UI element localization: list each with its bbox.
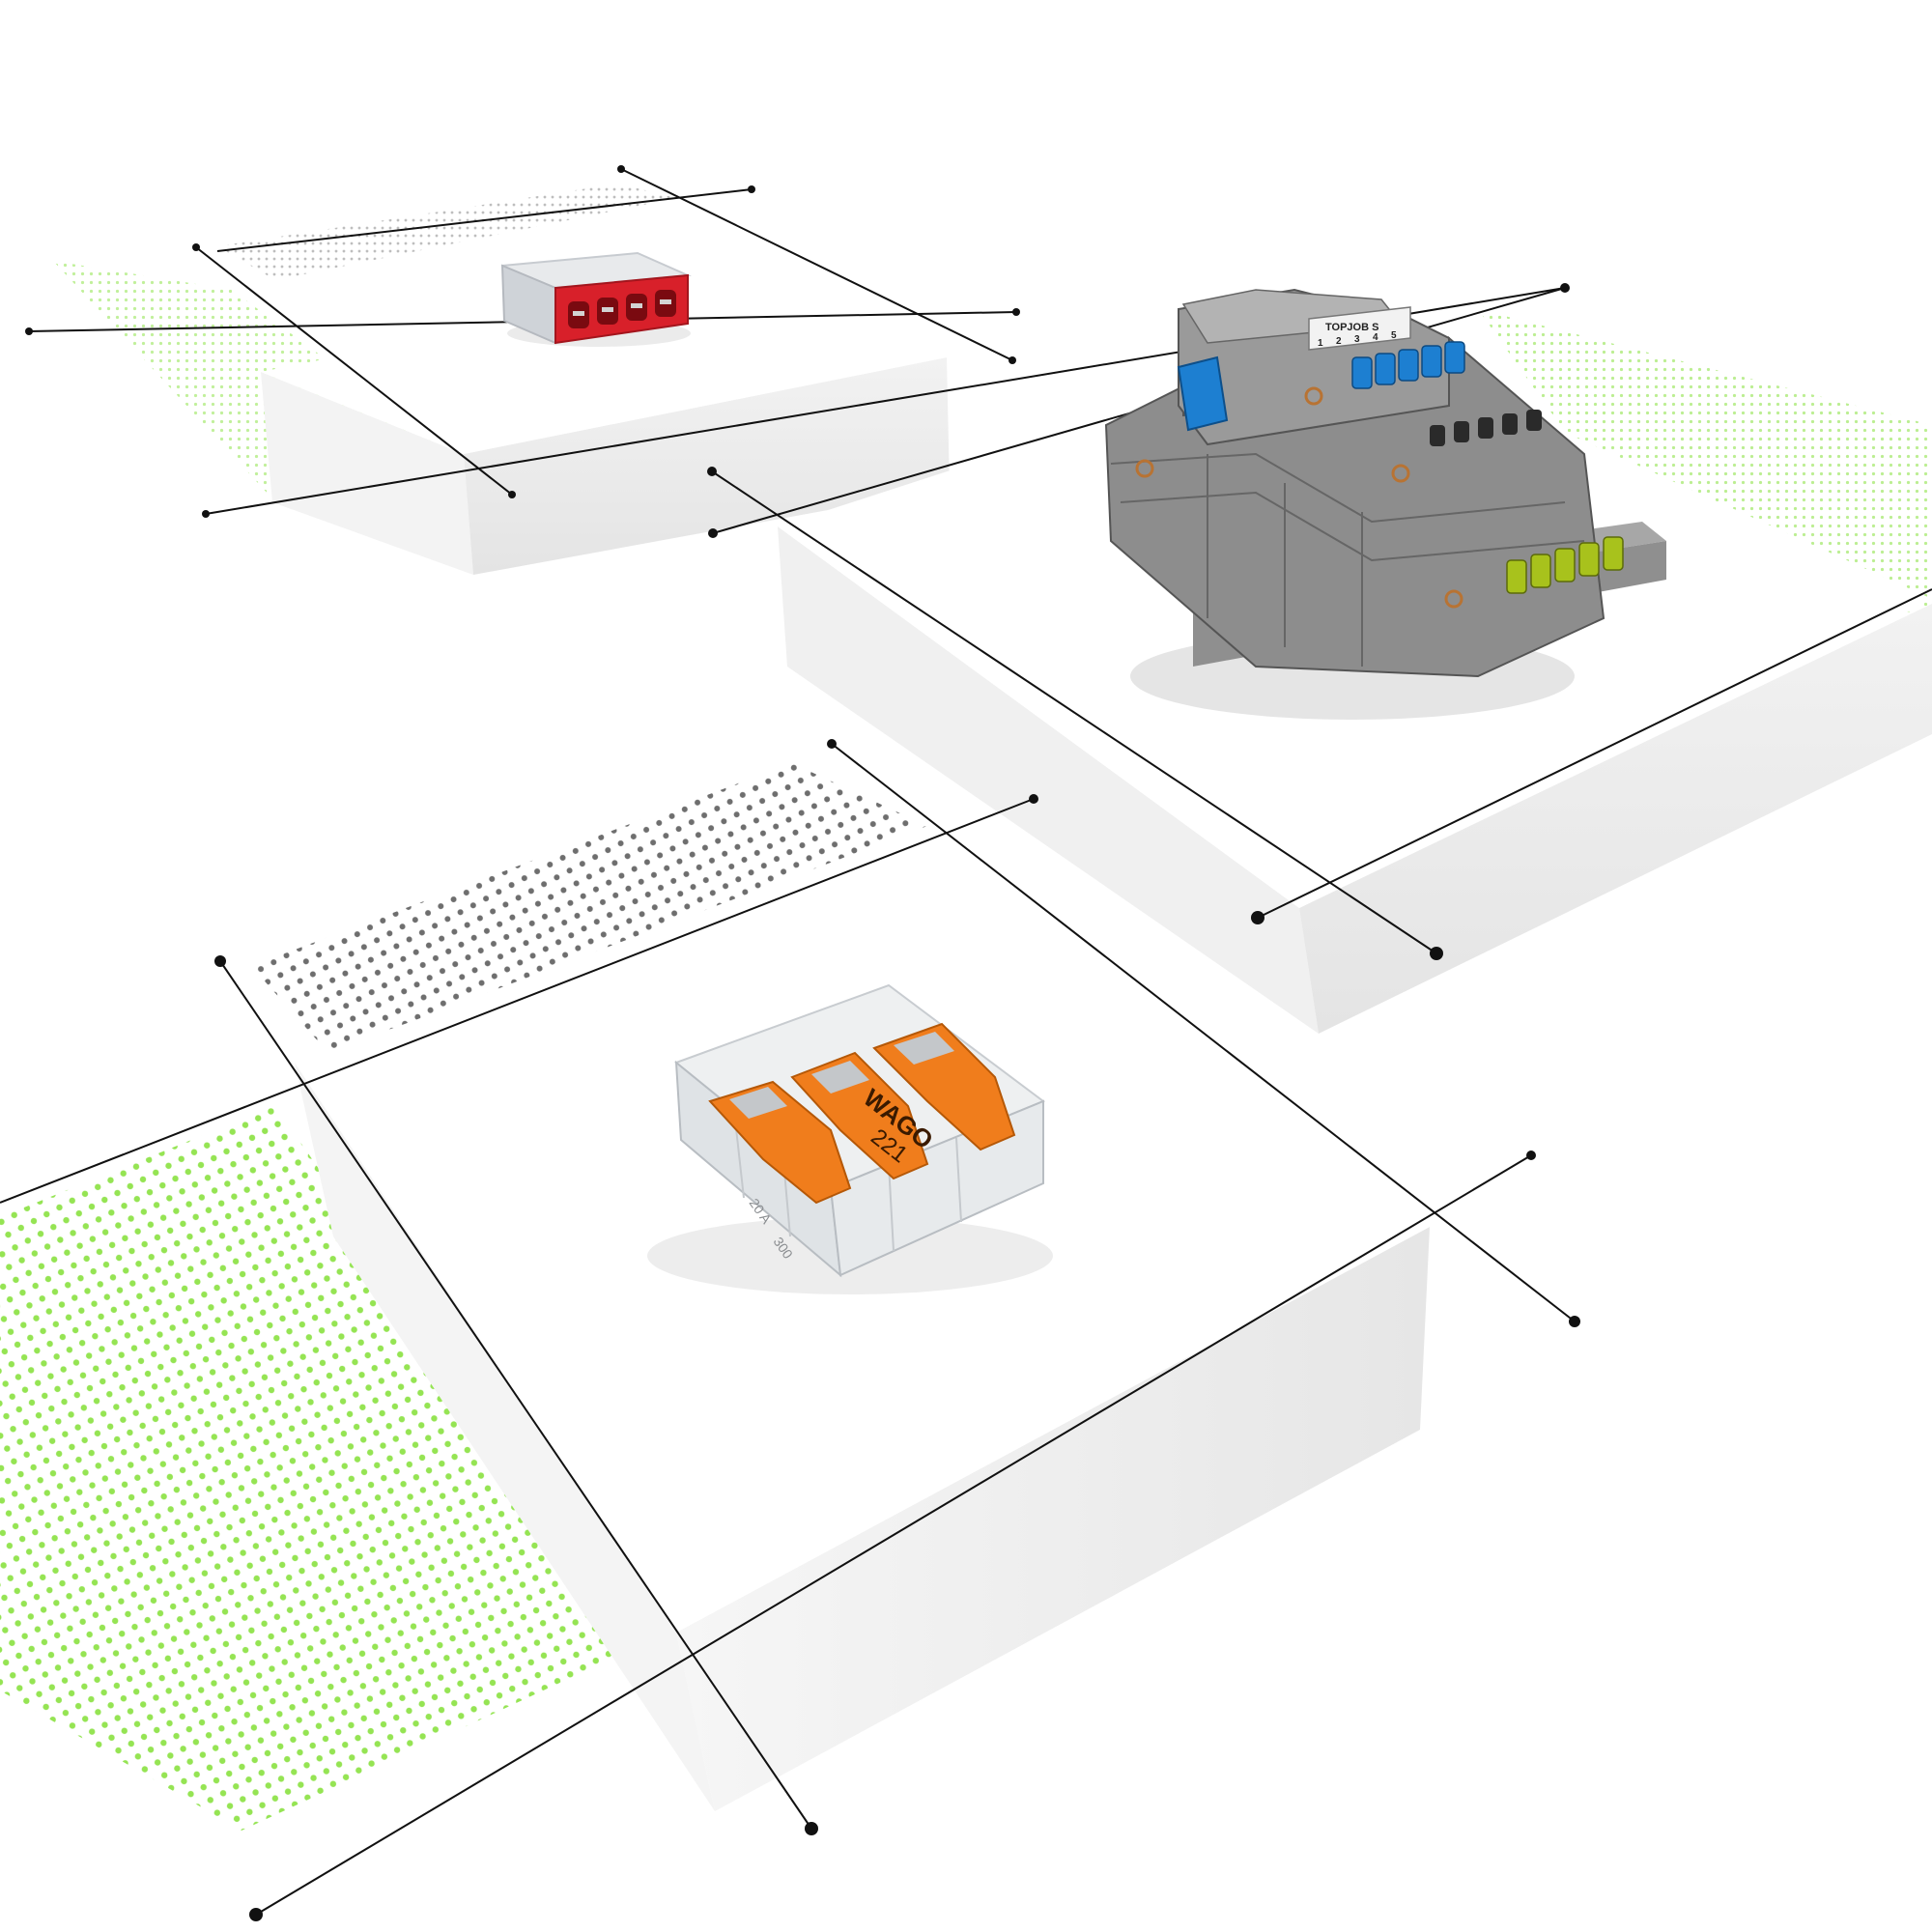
floor-gray-panel-middle bbox=[251, 763, 927, 1053]
floor-green-panel-right bbox=[1478, 309, 1932, 618]
terminal-marker-number: 4 bbox=[1373, 332, 1378, 343]
terminal-marker-number: 2 bbox=[1336, 336, 1342, 347]
terminal-marker-number: 1 bbox=[1318, 338, 1323, 349]
terminal-marker-number: 3 bbox=[1354, 334, 1360, 345]
construction-endpoints bbox=[25, 165, 1580, 1921]
floor-green-panel-bottomleft bbox=[0, 1106, 647, 1831]
terminal-marker-label: TOPJOB S bbox=[1325, 322, 1378, 333]
orange-lever-connector-icon: WAGO 221 20 A 300 bbox=[647, 983, 1053, 1294]
platform-top-left bbox=[261, 275, 950, 575]
gray-terminal-block-icon: TOPJOB S 1 2 3 4 5 bbox=[1104, 288, 1666, 720]
floor-gray-panel-top bbox=[217, 184, 676, 280]
red-push-wire-connector-icon bbox=[500, 251, 692, 347]
terminal-marker-number: 5 bbox=[1391, 330, 1397, 341]
